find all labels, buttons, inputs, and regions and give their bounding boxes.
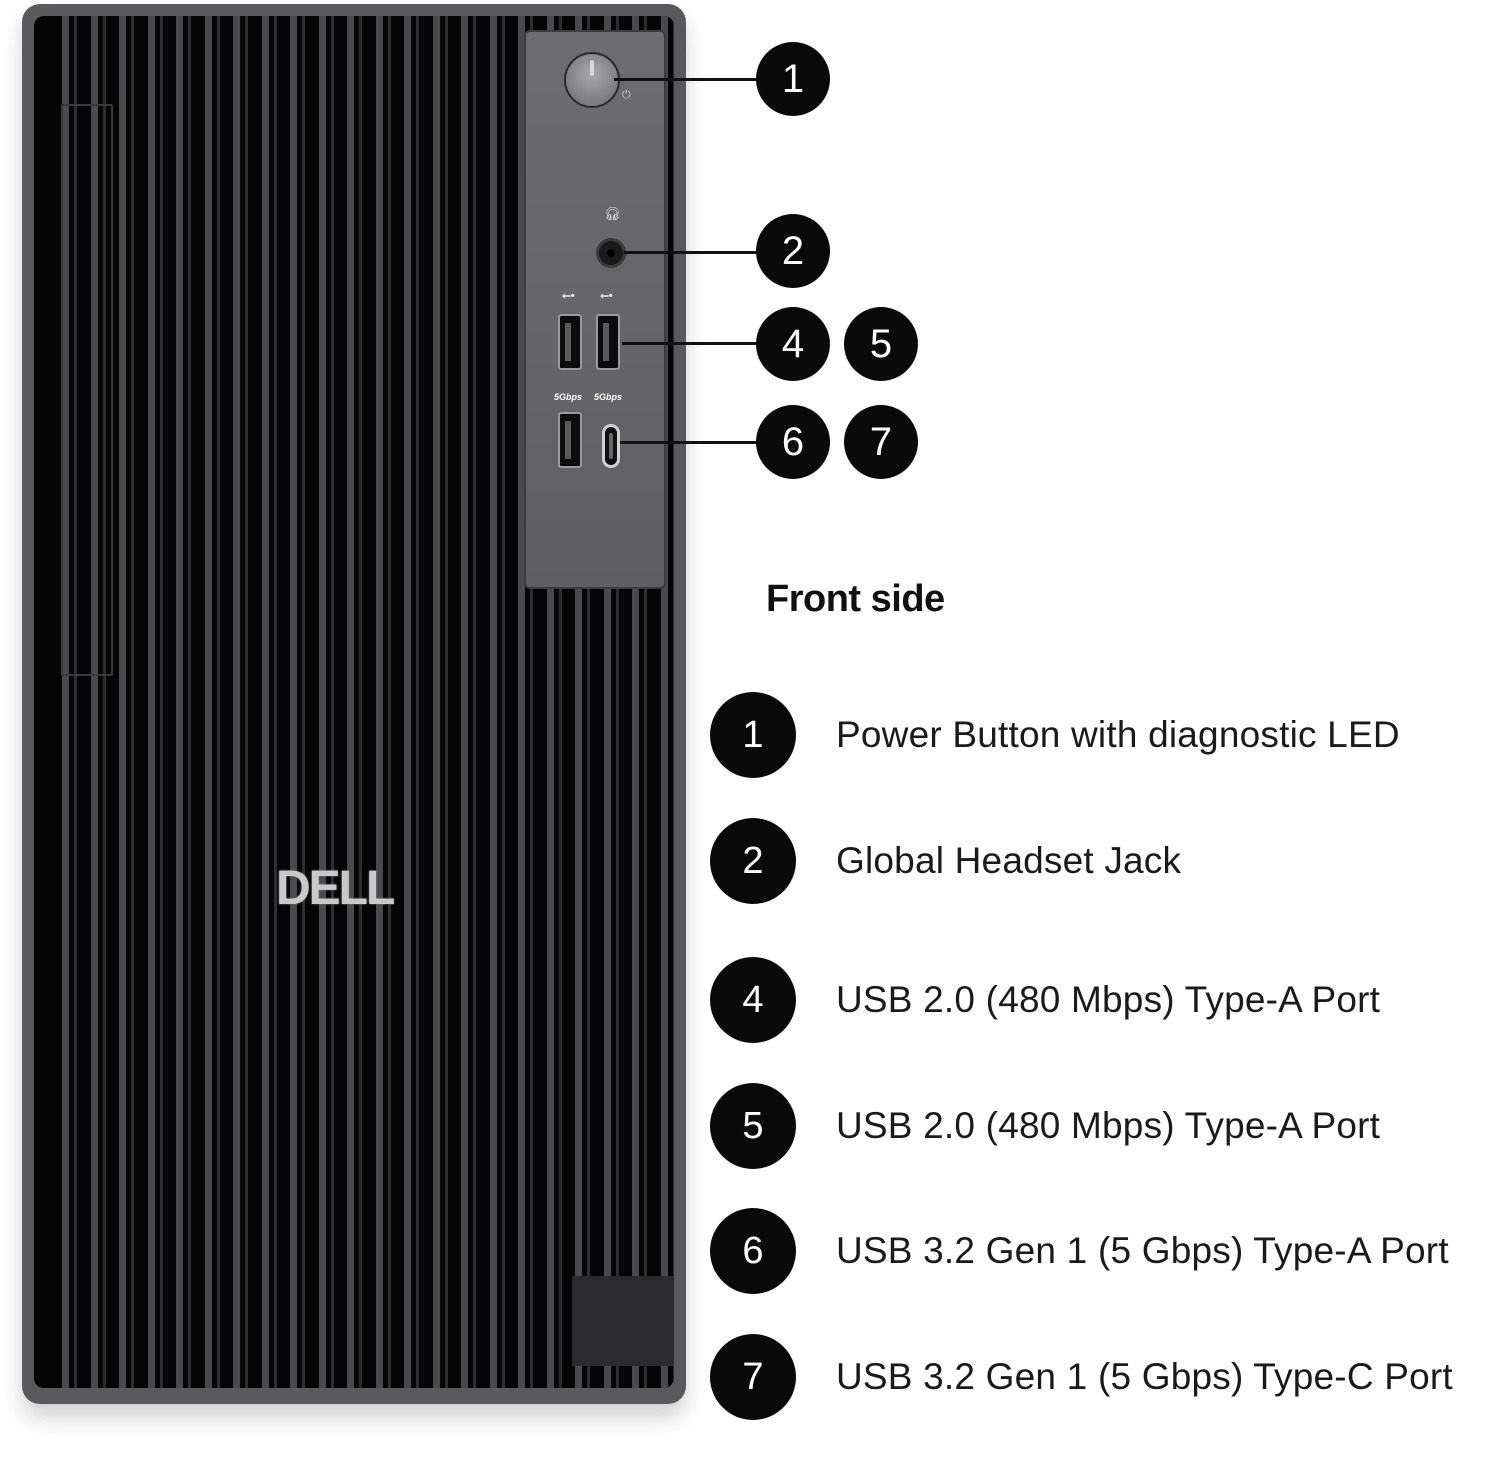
vent-fin-shadow [330, 16, 334, 1388]
vent-fin [518, 16, 525, 1388]
legend-label: USB 2.0 (480 Mbps) Type-A Port [836, 979, 1381, 1020]
usb-c-5gbps-port[interactable] [602, 424, 620, 468]
vent-fin [347, 16, 354, 1388]
vent-fin [147, 16, 155, 1388]
5gbps-label: 5Gbps [594, 392, 623, 402]
vent-fin-shadow [131, 16, 134, 1388]
vent-fin-shadow [302, 16, 305, 1388]
5gbps-label: 5Gbps [554, 392, 583, 402]
callout-badge-6: 6 [756, 405, 830, 479]
vent-fin [575, 16, 582, 1388]
vent-fin [290, 16, 297, 1388]
power-button[interactable] [564, 52, 620, 108]
vent-fin-shadow [558, 16, 562, 1388]
vent-fin-shadow [74, 16, 77, 1388]
legend-title: Front side [766, 578, 945, 620]
callout-badge-1: 1 [756, 42, 830, 116]
headset-icon: 🎧︎ [604, 206, 621, 221]
legend-badge: 6 [710, 1208, 796, 1294]
vent-fin-shadow [444, 16, 448, 1388]
power-icon: ⏻ [622, 89, 631, 101]
vent-fin [632, 16, 639, 1388]
vent-fin-shadow [188, 16, 191, 1388]
vent-fin [603, 16, 611, 1388]
legend-label: USB 2.0 (480 Mbps) Type-A Port [836, 1105, 1381, 1146]
legend-label: USB 3.2 Gen 1 (5 Gbps) Type-C Port [836, 1356, 1453, 1397]
legend-label: Power Button with diagnostic LED [836, 714, 1400, 755]
optical-bay-outline [61, 104, 113, 676]
headset-jack[interactable] [596, 238, 626, 268]
vent-fin [489, 16, 497, 1388]
legend-label: Global Headset Jack [836, 840, 1182, 881]
vent-fin [204, 16, 212, 1388]
callout-badge-4: 4 [756, 307, 830, 381]
callout-badge-5: 5 [844, 307, 918, 381]
usb-a-left-port[interactable] [558, 314, 582, 370]
callout-badge-7: 7 [844, 405, 918, 479]
callout-badge-2: 2 [756, 214, 830, 288]
usb-a-right-port[interactable] [596, 314, 620, 370]
vent-fin-shadow [587, 16, 590, 1388]
vent-fin-shadow [245, 16, 248, 1388]
vent-fin [546, 16, 554, 1388]
vent-fin [176, 16, 183, 1388]
vent-fin-shadow [273, 16, 277, 1388]
legend-badge: 7 [710, 1334, 796, 1420]
vent-fin-shadow [159, 16, 163, 1388]
vent-fin-shadow [644, 16, 647, 1388]
usb-icon: ⭠• [600, 290, 613, 302]
vent-fin [375, 16, 383, 1388]
vent-fin-shadow [530, 16, 533, 1388]
legend-badge: 5 [710, 1083, 796, 1169]
vent-fin-shadow [387, 16, 391, 1388]
vent-fin-shadow [416, 16, 419, 1388]
vent-fin [318, 16, 326, 1388]
vent-fin [261, 16, 269, 1388]
vent-fin [62, 16, 69, 1388]
callout-line-1 [614, 78, 760, 81]
callout-line-2 [624, 251, 760, 254]
vent-fin-shadow [615, 16, 619, 1388]
vent-fin [432, 16, 440, 1388]
dell-logo: DELL [276, 862, 395, 915]
callout-line-4-5 [622, 342, 760, 345]
vent-fin-shadow [359, 16, 362, 1388]
power-button-indicator [590, 60, 594, 76]
vent-fin-shadow [501, 16, 505, 1388]
usb-a-5gbps-port[interactable] [558, 412, 582, 468]
vent-fin [233, 16, 240, 1388]
front-io-panel: ⏻ 🎧︎ ⭠• ⭠• 5Gbps 5Gbps [524, 30, 666, 589]
legend-badge: 4 [710, 957, 796, 1043]
vent-fin-shadow [473, 16, 476, 1388]
vent-fin-shadow [672, 16, 674, 1388]
legend-badge: 1 [710, 692, 796, 778]
vent-fin [660, 16, 668, 1388]
vent-fin [90, 16, 98, 1388]
vent-fin-shadow [102, 16, 106, 1388]
vent-fin [119, 16, 126, 1388]
usb-icon: ⭠• [562, 290, 575, 302]
vent-fin-shadow [216, 16, 220, 1388]
callout-line-6-7 [620, 441, 760, 444]
vent-fin [404, 16, 411, 1388]
legend-label: USB 3.2 Gen 1 (5 Gbps) Type-A Port [836, 1230, 1449, 1271]
vent-fin [461, 16, 468, 1388]
bottom-vent-block [572, 1276, 674, 1366]
legend-badge: 2 [710, 818, 796, 904]
